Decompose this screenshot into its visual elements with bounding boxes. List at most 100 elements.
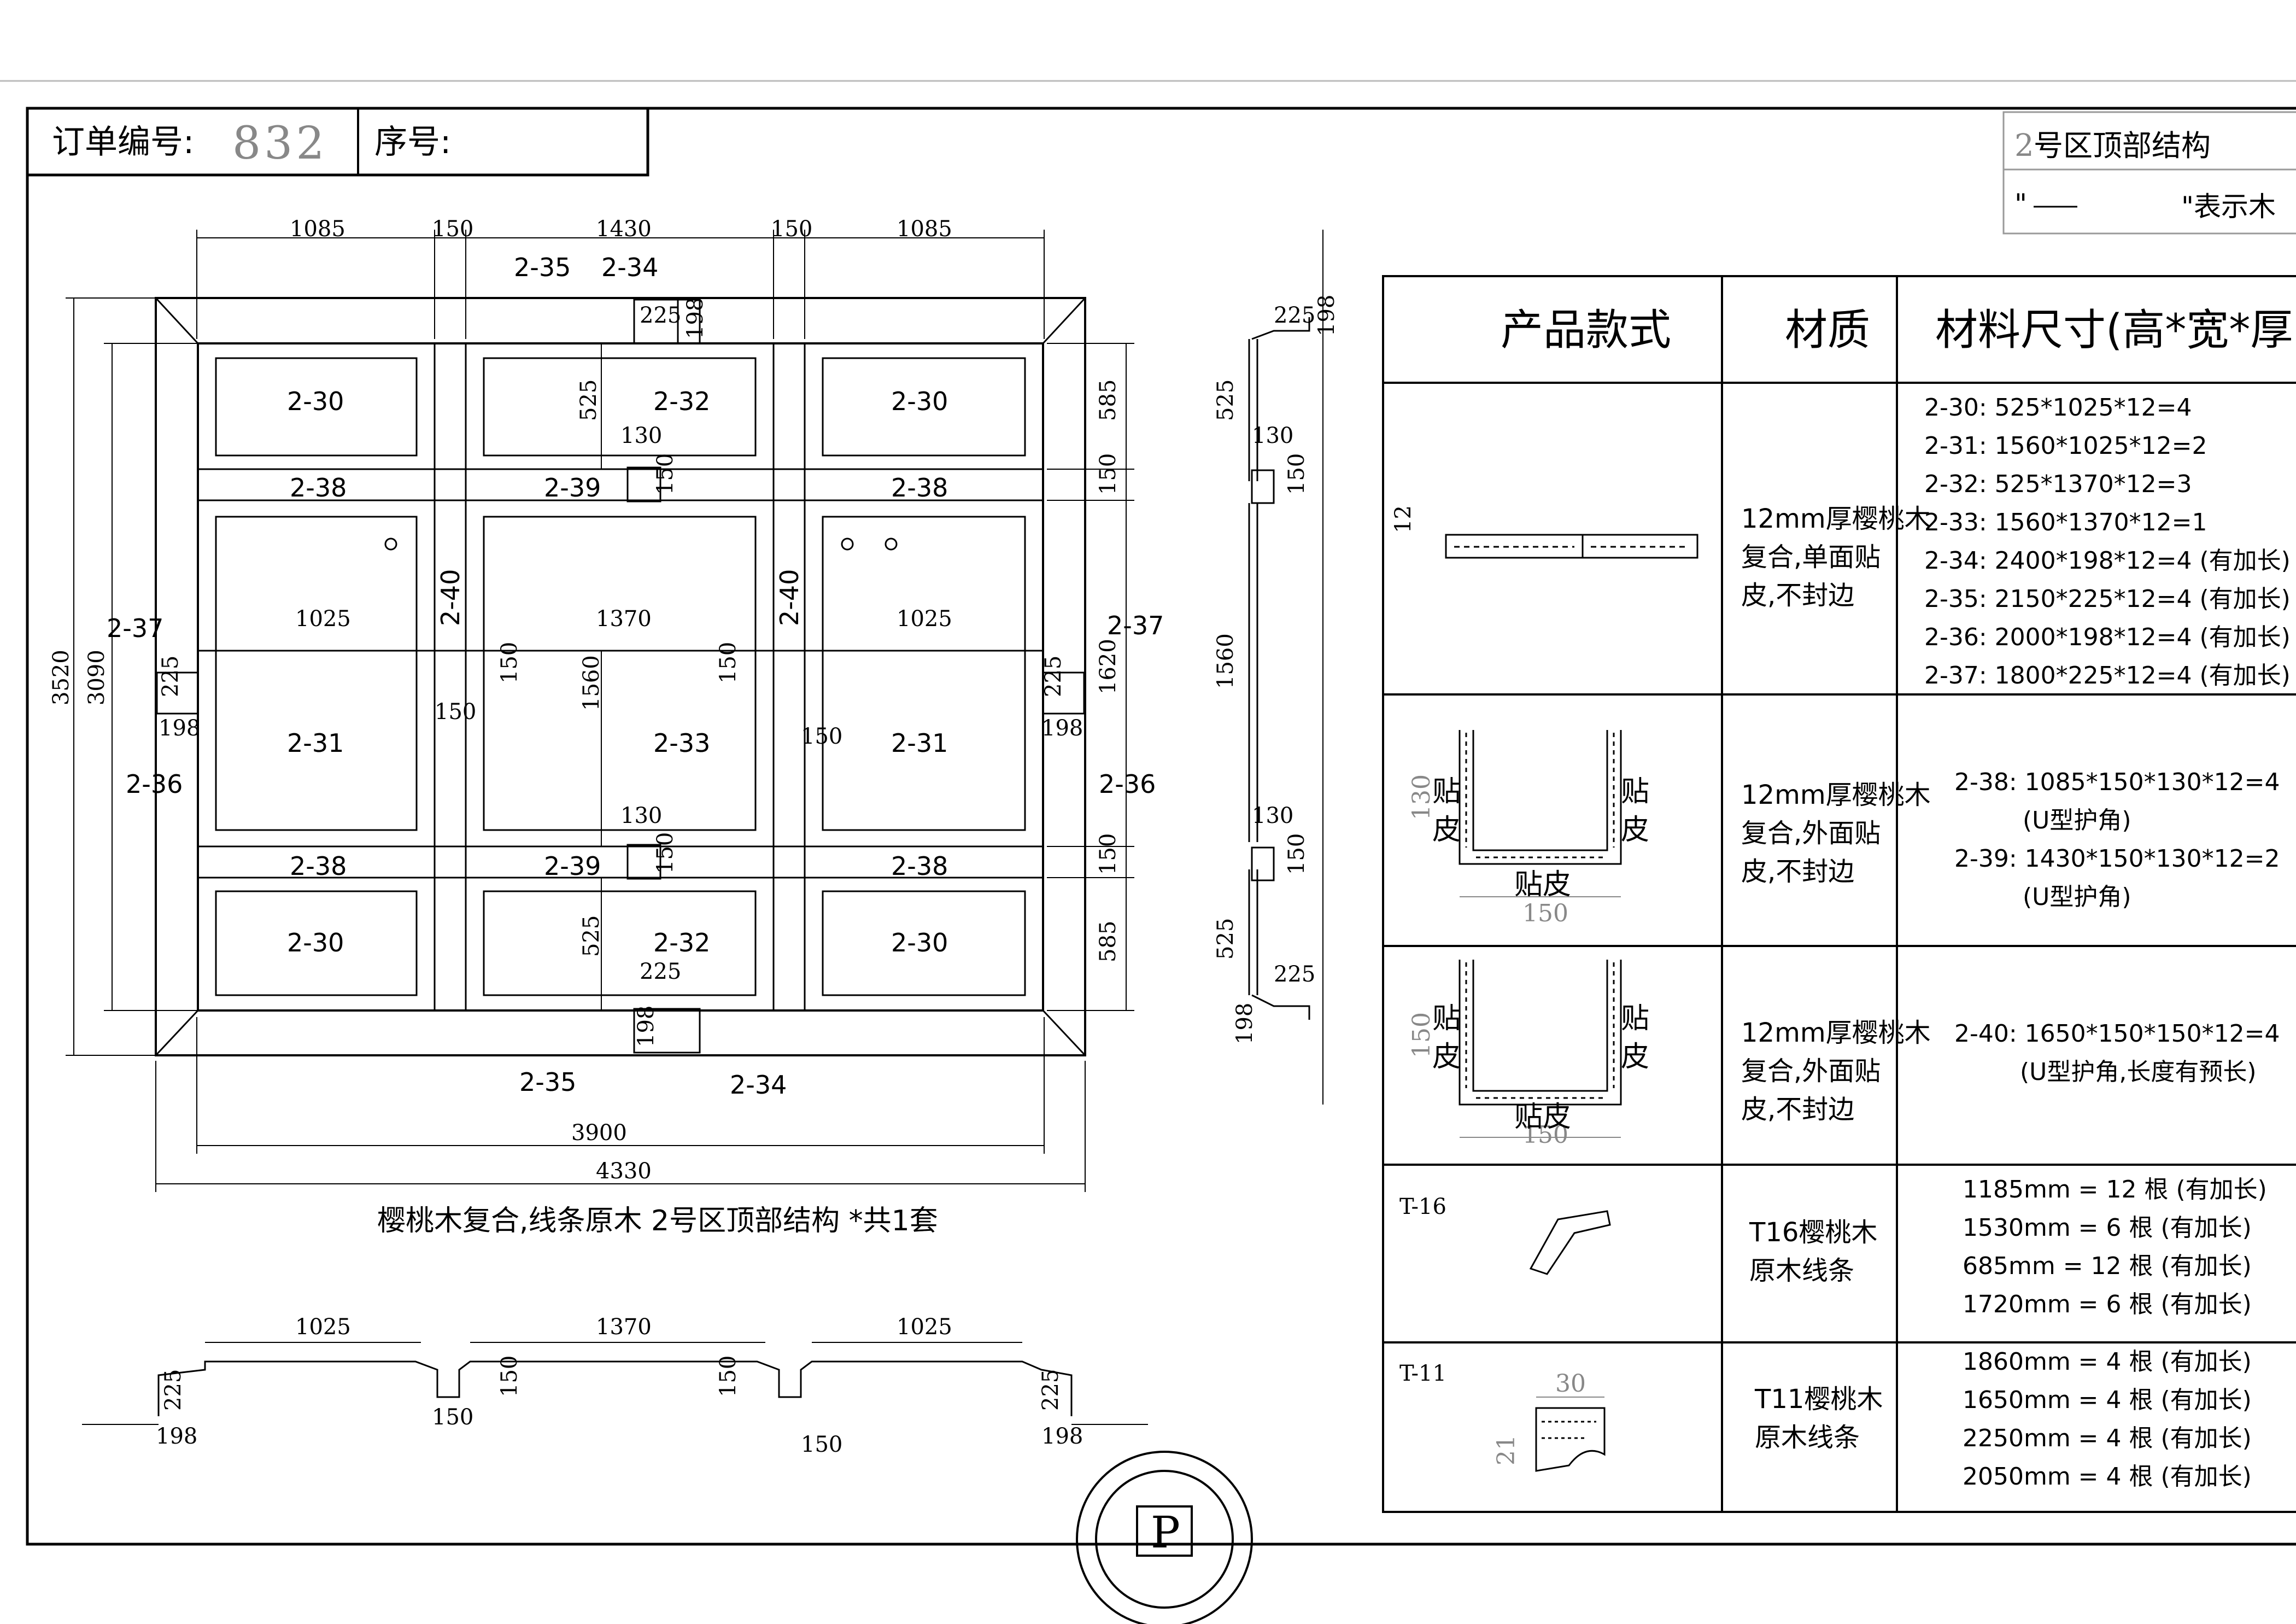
bottom-dim-2: 1025 xyxy=(897,1315,952,1340)
row4-sizes: 1185mm = 12 根 (有加长) 1530mm = 6 根 (有加长) 6… xyxy=(1963,1176,2267,1318)
row5-sizes: 1860mm = 4 根 (有加长) 1650mm = 4 根 (有加长) 22… xyxy=(1963,1348,2252,1491)
row4-material: T16樱桃木 原木线条 xyxy=(1749,1217,1877,1286)
panel-label-4: 2-33 xyxy=(653,728,710,758)
rail-label-4: 2-39 xyxy=(544,851,601,881)
table-header-material: 材质 xyxy=(1785,306,1870,355)
plan-dimension-lines xyxy=(66,230,1134,1192)
dim-mid-2: 1025 xyxy=(897,606,952,632)
panel-label-1: 2-32 xyxy=(653,387,710,416)
row3-label-right-0: 贴 xyxy=(1621,1002,1649,1035)
bottom-dim-4: 198 xyxy=(156,1424,197,1449)
title-block: 2 号区顶部结构 " "表示木 xyxy=(2002,111,2296,235)
row4-size-1: 1530mm = 6 根 (有加长) xyxy=(1963,1214,2252,1242)
row1-profile xyxy=(1445,534,1698,559)
row3-label-left-1: 皮 xyxy=(1432,1041,1461,1073)
dim-small-525-top: 525 xyxy=(576,379,601,421)
side-section-view xyxy=(1248,230,1323,1105)
row1-material-line0: 12mm厚樱桃木 xyxy=(1741,504,1931,534)
t16-profile-icon xyxy=(1529,1210,1611,1275)
plan-caption: 樱桃木复合,线条原木 2号区顶部结构 *共1套 xyxy=(377,1205,938,1237)
panel-label-3: 2-31 xyxy=(287,728,344,758)
company-seal: P xyxy=(1076,1451,1253,1624)
dim-small-150-top: 150 xyxy=(653,453,678,495)
title-zone-number: 2 xyxy=(2014,128,2034,163)
side-section-labels: 225 198 525 130 150 1560 130 150 525 225… xyxy=(1213,295,1339,1044)
rail-label-2: 2-38 xyxy=(891,473,948,503)
legend-open-quote: " xyxy=(2014,188,2027,220)
side-dim-10: 198 xyxy=(1232,1003,1257,1044)
row1-size-2: 2-32: 525*1370*12=3 xyxy=(1924,470,2192,498)
row3-material-line0: 12mm厚樱桃木 xyxy=(1741,1018,1931,1048)
dim-bottom-outer: 4330 xyxy=(596,1159,652,1184)
dim-small-130-top: 130 xyxy=(620,423,662,448)
dim-small-1560: 1560 xyxy=(579,655,604,711)
row2-size-3: (U型护角) xyxy=(2023,883,2131,911)
row5-size-0: 1860mm = 4 根 (有加长) xyxy=(1963,1348,2252,1376)
row2-material-line2: 皮,不封边 xyxy=(1741,856,1854,887)
row2-material: 12mm厚樱桃木 复合,外面贴 皮,不封边 xyxy=(1741,780,1931,887)
row5-profile-dim-h: 21 xyxy=(1492,1435,1520,1465)
table-header-size: 材料尺寸(高*宽*厚) xyxy=(1935,306,2296,355)
row1-size-5: 2-35: 2150*225*12=4 (有加长) xyxy=(1924,585,2291,613)
sequence-label: 序号: xyxy=(374,123,451,161)
dim-top-2: 1430 xyxy=(596,217,652,242)
dim-right-0: 585 xyxy=(1096,379,1121,421)
row2-size-1: (U型护角) xyxy=(2023,807,2131,834)
row5-size-3: 2050mm = 4 根 (有加长) xyxy=(1963,1463,2252,1491)
dim-small-150-center-right: 150 xyxy=(716,642,741,684)
panel-label-0: 2-30 xyxy=(287,387,344,416)
bottom-section-labels: 1025 1370 1025 225 198 150 150 150 150 2… xyxy=(156,1315,1083,1457)
row2-size-2: 2-39: 1430*150*130*12=2 xyxy=(1954,845,2280,873)
row1-material-line2: 皮,不封边 xyxy=(1741,580,1854,611)
order-number-value: 832 xyxy=(232,118,328,170)
bottom-dim-1: 1370 xyxy=(596,1315,652,1340)
row5-material-line1: 原木线条 xyxy=(1755,1422,1860,1453)
dim-top-4: 1085 xyxy=(897,217,952,242)
dim-small-150-stile-right: 150 xyxy=(801,724,842,749)
sheet-inner-border xyxy=(26,107,2296,1546)
rail-label-0: 2-38 xyxy=(290,473,347,503)
row2-label-left-0: 贴 xyxy=(1432,775,1461,808)
plan-view xyxy=(155,297,1086,1056)
side-dim-2: 525 xyxy=(1213,379,1238,421)
row2-profile xyxy=(1459,730,1622,897)
dim-top-3: 150 xyxy=(771,217,812,242)
side-dim-6: 130 xyxy=(1252,803,1293,828)
bottom-dim-10: 198 xyxy=(1041,1424,1083,1449)
row5-material-line0: T11樱桃木 xyxy=(1754,1384,1883,1415)
row1-material-line1: 复合,单面贴 xyxy=(1741,542,1881,573)
row4-size-3: 1720mm = 6 根 (有加长) xyxy=(1963,1290,2252,1318)
title-zone-text: 号区顶部结构 xyxy=(2034,128,2211,163)
dim-small-198-right: 198 xyxy=(1041,716,1083,741)
row1-material: 12mm厚樱桃木 复合,单面贴 皮,不封边 xyxy=(1741,504,1931,611)
row4-size-2: 685mm = 12 根 (有加长) xyxy=(1963,1252,2252,1280)
order-header: 订单编号: 832 序号: xyxy=(26,107,649,177)
dim-right-3: 150 xyxy=(1096,833,1121,875)
dim-small-198-top: 198 xyxy=(683,297,708,339)
callout-top-2-34: 2-34 xyxy=(601,253,658,282)
bottom-dim-6: 150 xyxy=(497,1356,522,1397)
dim-small-225-right: 225 xyxy=(1041,656,1066,697)
row3-profile-dim-h: 150 xyxy=(1408,1012,1436,1058)
row1-size-0: 2-30: 525*1025*12=4 xyxy=(1924,394,2192,422)
side-dim-8: 525 xyxy=(1213,918,1238,960)
dim-mid-1: 1370 xyxy=(596,606,652,632)
dim-small-150-stile-left: 150 xyxy=(435,699,476,725)
svg-text:P: P xyxy=(1151,1507,1180,1558)
row1-size-6: 2-36: 2000*198*12=4 (有加长) xyxy=(1924,623,2291,651)
callout-bottom-2-34: 2-34 xyxy=(730,1070,787,1100)
row2-label-right-0: 贴 xyxy=(1621,775,1649,808)
row4-material-line1: 原木线条 xyxy=(1749,1255,1854,1286)
row1-profile-dim: 12 xyxy=(1391,505,1416,533)
bottom-dim-9: 225 xyxy=(1038,1369,1063,1411)
row2-material-line0: 12mm厚樱桃木 xyxy=(1741,780,1931,810)
dim-top-1: 150 xyxy=(432,217,473,242)
row4-material-line0: T16樱桃木 xyxy=(1749,1217,1877,1248)
row2-material-line1: 复合,外面贴 xyxy=(1741,818,1881,849)
materials-table xyxy=(1382,275,2296,1513)
callout-right-2-36: 2-36 xyxy=(1099,769,1156,799)
dim-small-225-top: 225 xyxy=(640,303,681,328)
dim-small-130-bottom: 130 xyxy=(620,803,662,828)
panel-label-5: 2-31 xyxy=(891,728,948,758)
panel-label-2: 2-30 xyxy=(891,387,948,416)
